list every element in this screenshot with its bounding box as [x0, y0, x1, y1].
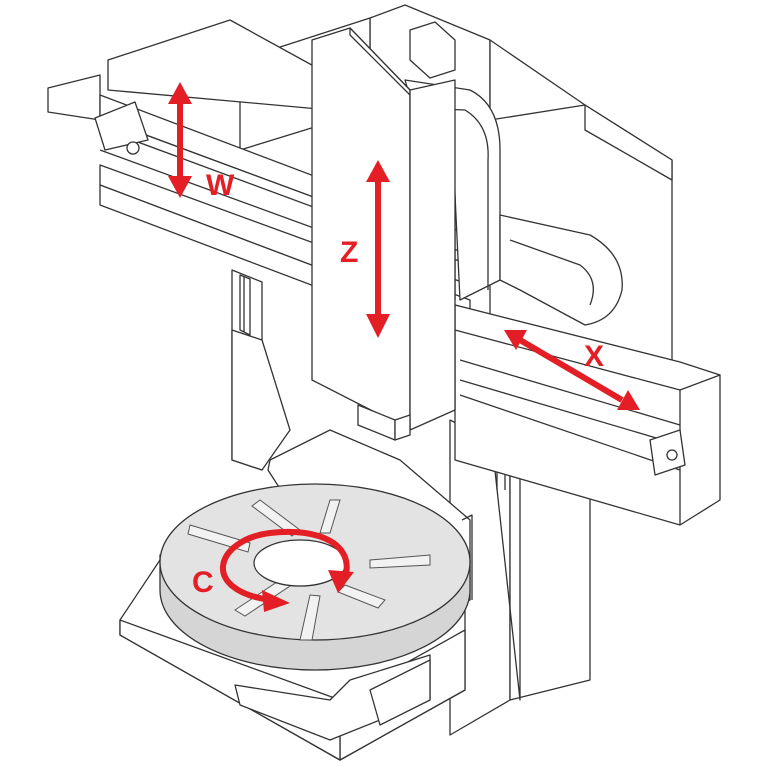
- w-axis-label: W: [206, 169, 235, 202]
- vertical-ram: [311, 27, 456, 441]
- x-axis-arrowhead-right: [617, 390, 640, 410]
- w-axis-arrowhead-down: [168, 176, 192, 198]
- rotary-table: [159, 483, 471, 671]
- x-axis-indicator: X: [504, 330, 640, 410]
- w-axis-indicator: W: [168, 82, 235, 202]
- z-axis-arrowhead-down: [366, 314, 390, 338]
- z-axis-indicator: Z: [340, 160, 390, 338]
- x-axis-arrow: [518, 337, 624, 403]
- c-axis-arrowhead-back: [328, 570, 354, 593]
- x-axis-label: X: [584, 340, 604, 373]
- z-axis-label: Z: [340, 236, 358, 269]
- x-axis-arrowhead-left: [504, 330, 527, 350]
- c-axis-rotation-arrow: [220, 528, 350, 603]
- c-axis-label: C: [192, 566, 214, 599]
- w-axis-arrowhead-up: [168, 82, 192, 104]
- ram-saddle: [404, 79, 623, 326]
- c-axis-indicator: C: [192, 528, 354, 612]
- z-axis-arrowhead-up: [366, 160, 390, 182]
- c-axis-arrowhead-front: [262, 590, 290, 612]
